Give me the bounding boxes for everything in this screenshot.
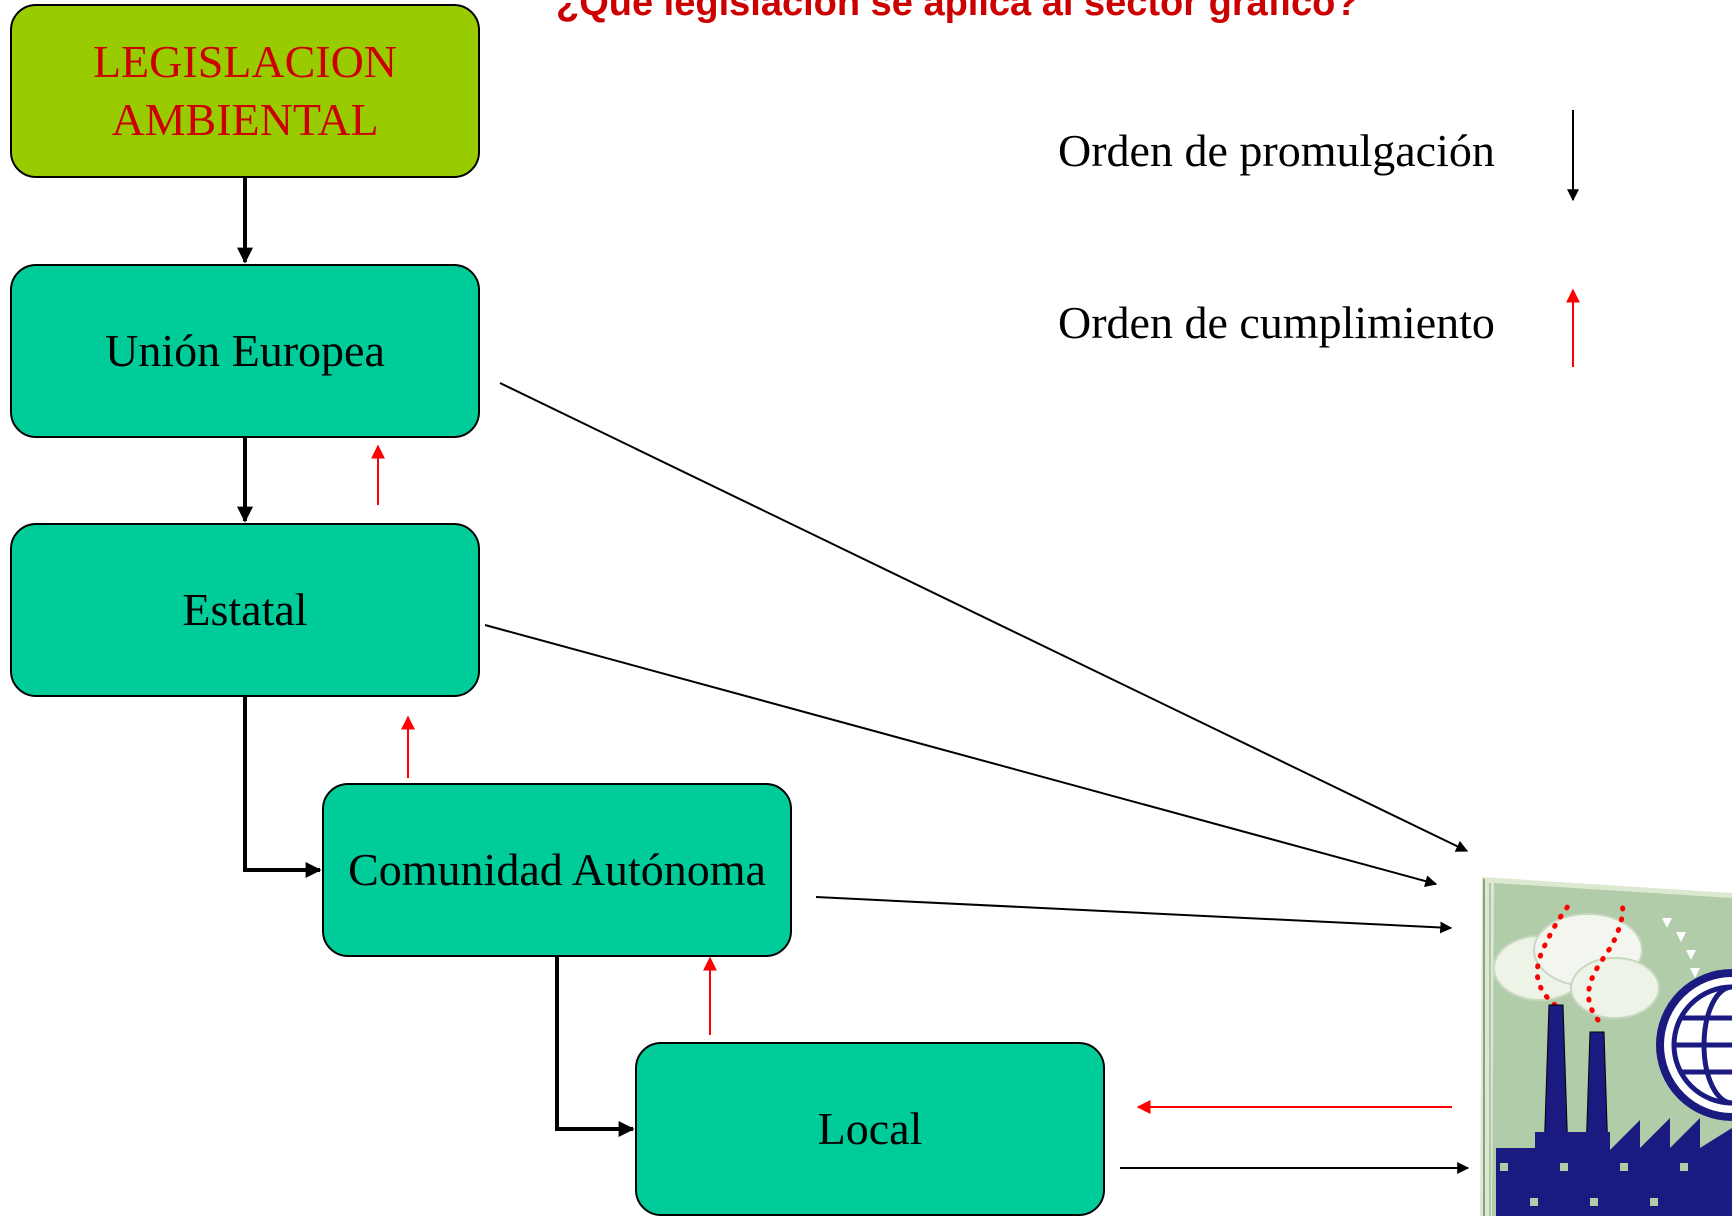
node-union-europea-label: Unión Europea: [105, 325, 385, 376]
apply-arrow-region-to-factory: [815, 896, 1453, 934]
flow-arrow-region-to-local: [555, 957, 635, 1137]
flow-arrow-state-to-region: [243, 697, 322, 878]
apply-arrow-eu-to-factory: [499, 382, 1469, 852]
node-union-europea: Unión Europea: [10, 264, 480, 438]
node-legislacion-ambiental: LEGISLACION AMBIENTAL: [10, 4, 480, 178]
page-title: ¿Que legislación se aplica al sector grá…: [556, 0, 1359, 24]
legend-compliance-label: Orden de cumplimiento: [1058, 297, 1495, 348]
globe-icon: [1656, 969, 1732, 1121]
node-local: Local: [635, 1042, 1105, 1216]
node-estatal-label: Estatal: [182, 584, 308, 635]
node-comunidad-autonoma-label: Comunidad Autónoma: [348, 844, 766, 895]
apply-arrow-state-to-factory: [484, 624, 1438, 887]
node-local-label: Local: [817, 1103, 923, 1154]
node-legislacion-ambiental-label: LEGISLACION AMBIENTAL: [92, 36, 398, 145]
factory-icon: [1480, 877, 1732, 1216]
legend-promulgation-label: Orden de promulgación: [1058, 125, 1495, 176]
node-estatal: Estatal: [10, 523, 480, 697]
node-comunidad-autonoma: Comunidad Autónoma: [322, 783, 792, 957]
